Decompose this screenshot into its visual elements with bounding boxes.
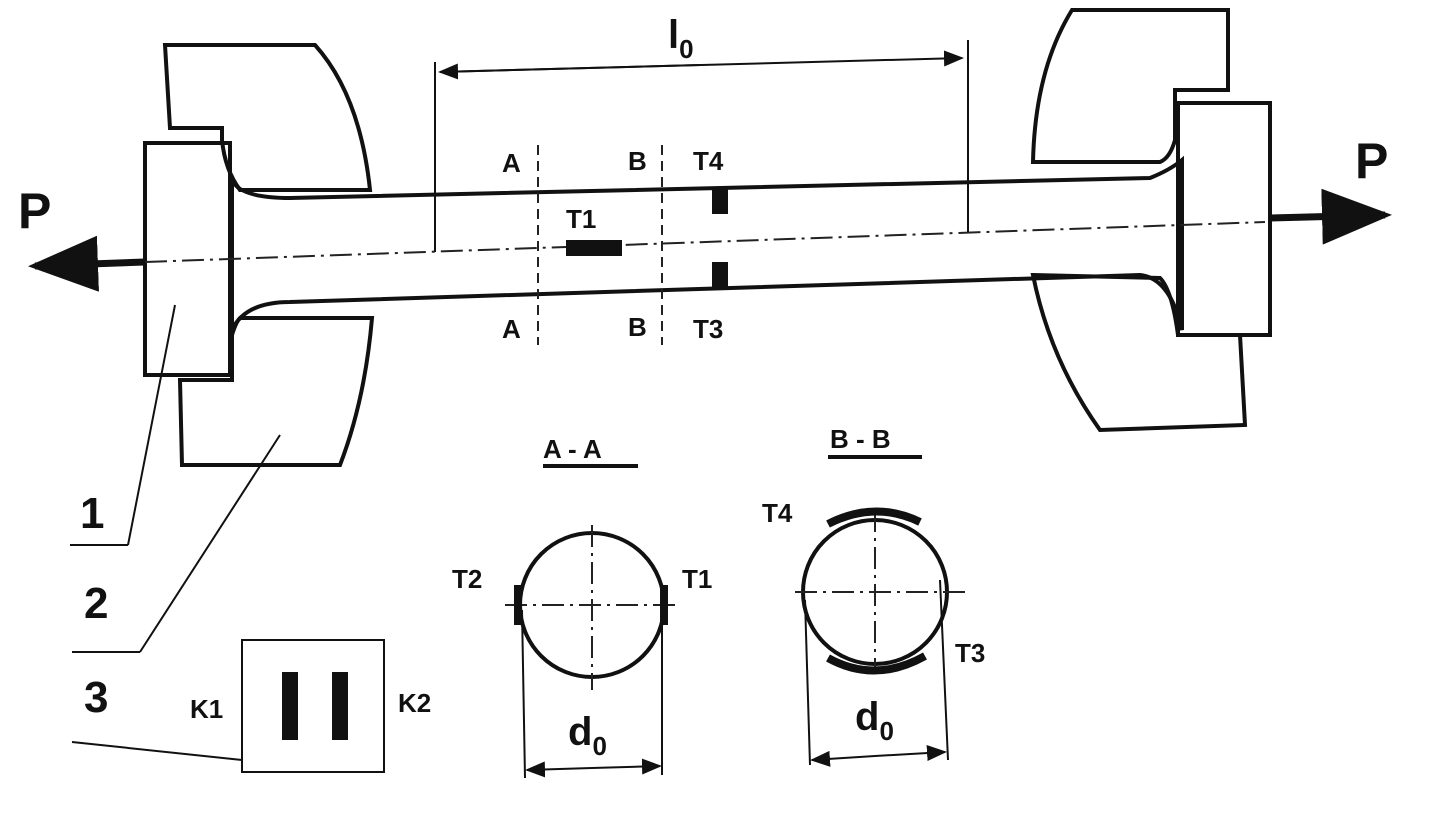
- gauge-length-dim-back: [438, 63, 701, 80]
- force-right-arrow: [1269, 188, 1392, 245]
- right-end-block: [1176, 101, 1272, 337]
- compensation-plate: [241, 639, 385, 773]
- section-bb-gauge-t4: [826, 507, 922, 528]
- cut-a-top-label: A: [502, 148, 521, 178]
- compensation-k1-label: K1: [190, 694, 223, 724]
- section-aa-dim-back: [525, 761, 593, 778]
- left-end-block: [143, 141, 232, 377]
- force-left-label: P: [18, 183, 51, 239]
- section-bb-gauge-t3: [826, 652, 927, 675]
- cut-b-bottom-label: B: [628, 312, 647, 342]
- compensation-gauge-k1: [282, 672, 298, 740]
- gauge-t4: [712, 188, 728, 214]
- section-aa-gauge-t1: [660, 585, 668, 625]
- section-aa-t1-label: T1: [682, 564, 712, 594]
- right-grip-lower: [1030, 272, 1248, 433]
- cut-b-top-label: B: [628, 146, 647, 176]
- section-aa-diameter-label: d0: [568, 710, 607, 761]
- section-bb-t3-label: T3: [955, 638, 985, 668]
- callout-1-leader: [127, 304, 176, 546]
- section-aa-ext-left: [521, 609, 526, 779]
- section-bb-ext-left: [804, 599, 811, 766]
- callout-2-label: 2: [84, 579, 108, 628]
- callout-3-label: 3: [84, 673, 108, 722]
- callout-2-leader: [139, 434, 281, 653]
- left-grip-upper: [162, 43, 373, 192]
- gauge-t1-label: T1: [566, 204, 596, 234]
- force-right-label: P: [1355, 133, 1388, 189]
- section-aa-gauge-t2: [514, 585, 522, 625]
- section-bb-dim-back: [810, 750, 876, 767]
- gauge-t3: [712, 262, 728, 288]
- callout-3-leader: [71, 741, 243, 761]
- callout-1-label: 1: [80, 489, 104, 538]
- force-left-arrow: [28, 235, 146, 292]
- gauge-length-label: l0: [668, 13, 694, 64]
- gauge-t4-label: T4: [693, 146, 724, 176]
- center-line: [144, 221, 1266, 263]
- section-bb-t4-label: T4: [762, 498, 793, 528]
- section-aa-t2-label: T2: [452, 564, 482, 594]
- section-bb-ext-right: [939, 579, 949, 761]
- gauge-t3-label: T3: [693, 314, 723, 344]
- compensation-gauge-k2: [332, 672, 348, 740]
- cut-a-bottom-label: A: [502, 314, 521, 344]
- section-bb-title: B - B: [830, 424, 891, 454]
- section-bb-diameter-label: d0: [855, 695, 894, 746]
- compensation-k2-label: K2: [398, 688, 431, 718]
- section-bb-dim: [874, 745, 947, 762]
- right-grip-upper: [1030, 8, 1230, 164]
- section-aa-title: A - A: [543, 434, 602, 464]
- section-aa-dim: [591, 758, 662, 775]
- specimen-body: [230, 155, 1184, 331]
- gauge-t1: [566, 240, 622, 256]
